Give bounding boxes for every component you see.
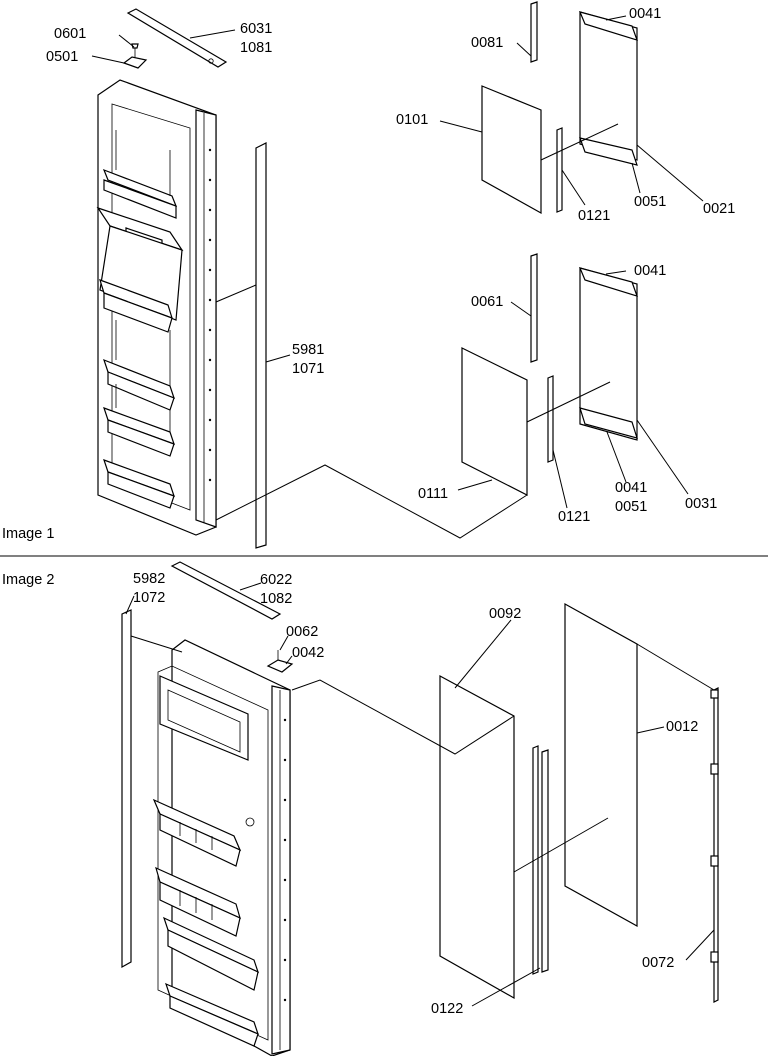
breaker-strip-part (215, 142, 267, 549)
image-1-label: Image 1 (2, 526, 54, 542)
callout-0042: 0042 (292, 645, 324, 661)
hinge-cover-part (266, 650, 294, 673)
callout-1071: 1071 (292, 361, 324, 377)
dairy-compartment (159, 675, 249, 761)
door-shelf (103, 407, 175, 457)
callout-0122: 0122 (431, 1001, 463, 1017)
callout-0041: 0041 (615, 480, 647, 496)
door-shelf (152, 798, 242, 867)
back-panel-part (564, 602, 638, 928)
breaker-strip-part (121, 609, 132, 969)
callout-0601: 0601 (54, 26, 86, 42)
callout-0061: 0061 (471, 294, 503, 310)
callout-6022: 6022 (260, 572, 292, 588)
door-shelf (165, 982, 259, 1047)
image-2-label: Image 2 (2, 572, 54, 588)
door-shelf (103, 459, 175, 509)
side-strip-part (710, 687, 719, 1003)
callout-1072: 1072 (133, 590, 165, 606)
upper-panel-assembly (481, 1, 638, 215)
callout-0041: 0041 (634, 263, 666, 279)
callout-0092: 0092 (489, 606, 521, 622)
liner-panel-part (439, 674, 515, 1000)
lower-panel-assembly (461, 253, 638, 496)
door-shelf (102, 168, 178, 219)
callout-0041: 0041 (629, 6, 661, 22)
callout-1082: 1082 (260, 591, 292, 607)
door-handle-screw (245, 817, 255, 827)
callout-5982: 5982 (133, 571, 165, 587)
callout-0051: 0051 (615, 499, 647, 515)
top-trim-strip-part (170, 561, 282, 620)
top-trim-strip-part (126, 8, 228, 68)
callout-0101: 0101 (396, 112, 428, 128)
callout-1081: 1081 (240, 40, 272, 56)
door-shelf (99, 279, 173, 333)
callout-0031: 0031 (685, 496, 717, 512)
callout-0121: 0121 (558, 509, 590, 525)
callout-0081: 0081 (471, 35, 503, 51)
door-shelf (162, 916, 260, 991)
callout-5981: 5981 (292, 342, 324, 358)
callout-0051: 0051 (634, 194, 666, 210)
freezer-door-assembly (96, 79, 217, 536)
callout-0021: 0021 (703, 201, 735, 217)
door-gasket-dots (208, 148, 212, 482)
hinge-cover-part (122, 43, 148, 69)
callout-0121: 0121 (578, 208, 610, 224)
callout-0012: 0012 (666, 719, 698, 735)
door-gasket-dots (283, 718, 287, 1002)
callout-0062: 0062 (286, 624, 318, 640)
door-shelf (155, 866, 241, 937)
callout-6031: 6031 (240, 21, 272, 37)
fresh-food-door-assembly (152, 639, 291, 1056)
callout-0111: 0111 (418, 486, 448, 502)
callout-0501: 0501 (46, 49, 78, 65)
callout-0072: 0072 (642, 955, 674, 971)
